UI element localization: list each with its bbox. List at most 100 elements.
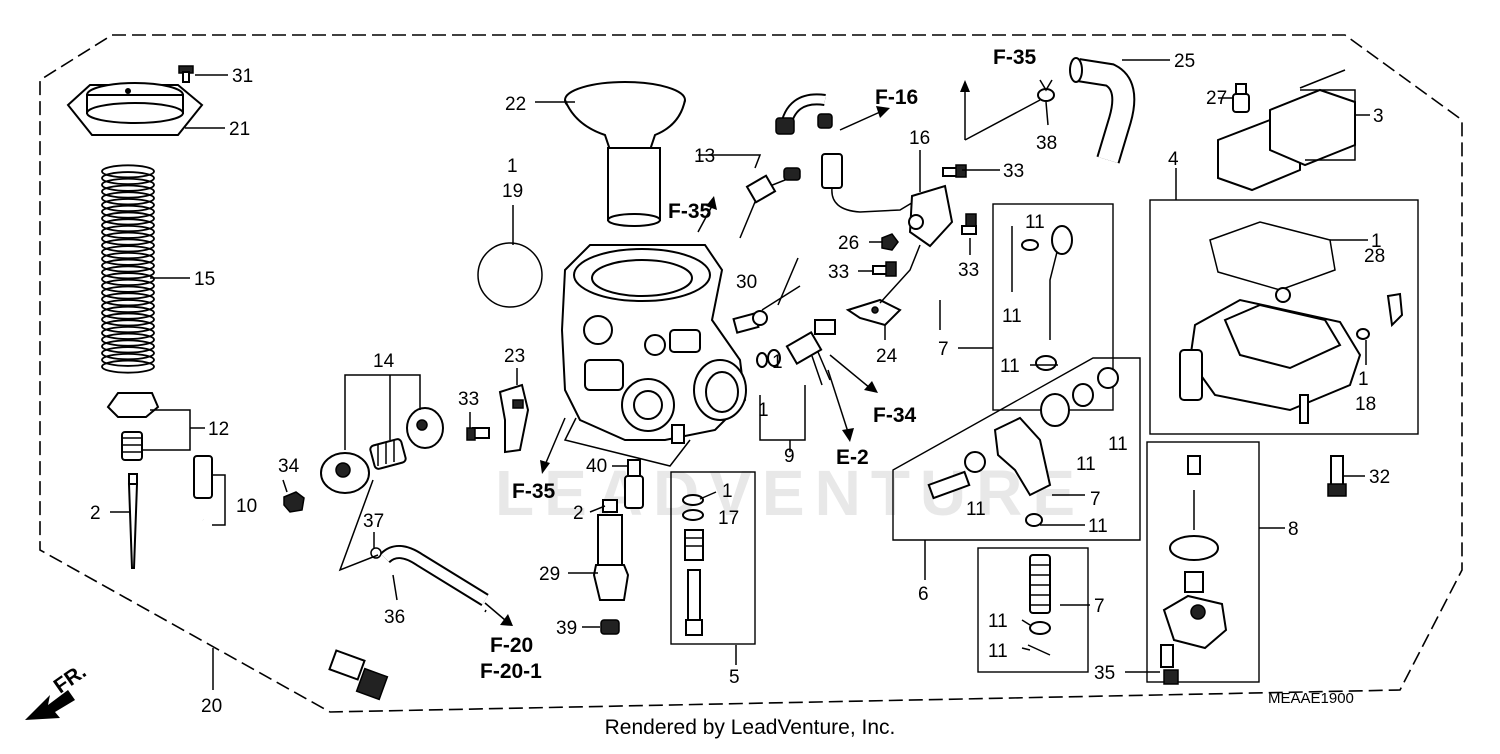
callout: 22 xyxy=(505,94,526,115)
jet-needle-2 xyxy=(127,473,139,569)
screw-33-d xyxy=(961,213,977,235)
callout: 11 xyxy=(1076,454,1096,475)
choke-spring-box-7 xyxy=(977,547,1089,673)
callout: 6 xyxy=(918,584,929,605)
screw-33-c xyxy=(872,261,897,277)
ref-f20: F-20 xyxy=(490,634,533,657)
callout: 38 xyxy=(1036,133,1057,154)
clip-38 xyxy=(1037,79,1055,102)
callout-numbers: 31 21 15 12 2 10 20 22 1 19 13 14 23 33 … xyxy=(90,51,1390,717)
callout: 1 xyxy=(1371,231,1382,252)
callout: 9 xyxy=(784,446,795,467)
bracket-23 xyxy=(498,383,530,454)
ref-f35-bottom: F-35 xyxy=(512,480,556,503)
callout: 12 xyxy=(208,419,229,440)
callout: 11 xyxy=(1002,306,1022,327)
spring-coil xyxy=(101,272,155,287)
callout: 3 xyxy=(1373,106,1384,127)
callout: 18 xyxy=(1355,394,1376,415)
callout: 23 xyxy=(504,346,525,367)
callout: 33 xyxy=(1003,161,1024,182)
sensor-16 xyxy=(821,153,954,248)
spring-coil xyxy=(101,292,155,307)
ref-f20-1: F-20-1 xyxy=(480,660,542,683)
callout: 5 xyxy=(729,667,740,688)
callout: 1 xyxy=(758,400,769,421)
spring-coil xyxy=(101,245,155,260)
callout: 26 xyxy=(838,233,859,254)
spring-coil xyxy=(101,198,155,212)
callout: 35 xyxy=(1094,663,1115,684)
spring-coil xyxy=(101,204,155,219)
callout: 7 xyxy=(1094,596,1105,617)
spring-coil xyxy=(101,326,155,340)
carburetor-body xyxy=(560,244,747,444)
ref-f34: F-34 xyxy=(873,404,917,427)
reference-arrows xyxy=(484,80,1041,626)
jet-needle-holder-12 xyxy=(106,392,160,461)
float-chamber-body xyxy=(1179,287,1362,424)
callout: 29 xyxy=(539,564,560,585)
spring-coil xyxy=(101,332,155,347)
spring-coil xyxy=(101,238,155,253)
spring-coil xyxy=(101,184,155,199)
pilot-screw-kit-5-parts xyxy=(670,471,756,645)
callout: 20 xyxy=(201,696,222,717)
fitting-30 xyxy=(732,310,768,334)
callout: 24 xyxy=(876,346,898,367)
spring-coil xyxy=(101,231,155,246)
callout: 1 xyxy=(1358,369,1369,390)
diaphragm-22 xyxy=(564,81,686,227)
throttle-cable-20 xyxy=(193,455,389,701)
needle-valve-40 xyxy=(624,459,644,509)
screw-33-b xyxy=(942,164,967,178)
nut-26 xyxy=(881,233,899,251)
spring-coil xyxy=(101,339,155,354)
diagram-code: MEAAE1900 xyxy=(1268,690,1354,707)
spring-coil xyxy=(101,278,155,293)
choke-link-parts-7a xyxy=(1011,225,1073,371)
callout: 1 xyxy=(722,481,733,502)
spring-15 xyxy=(101,164,155,374)
bracket-24 xyxy=(845,298,902,327)
front-label: FR. xyxy=(50,660,91,698)
spring-coil xyxy=(101,177,155,192)
breather-tube-13 xyxy=(739,93,833,239)
spring-coil xyxy=(101,258,155,273)
spring-coil xyxy=(101,319,155,334)
spring-coil xyxy=(101,251,155,266)
callout: 32 xyxy=(1369,467,1390,488)
callout: 37 xyxy=(363,511,384,532)
callout: 36 xyxy=(384,607,405,628)
drain-screw-32 xyxy=(1327,455,1347,497)
accel-pump-box-8 xyxy=(1146,441,1260,683)
spring-coil xyxy=(101,352,155,367)
screw-34 xyxy=(283,491,305,513)
main-jet-29 xyxy=(592,499,630,635)
ref-f35-body: F-35 xyxy=(668,200,712,223)
callout: 11 xyxy=(988,641,1008,662)
spring-coil xyxy=(101,191,155,206)
spring-coil xyxy=(101,299,155,313)
callout: 1 xyxy=(772,352,783,373)
accel-pump-parts xyxy=(1160,455,1228,685)
callout: 31 xyxy=(232,66,253,87)
throttle-stop-14 xyxy=(320,407,444,494)
callout: 11 xyxy=(1025,212,1045,233)
spring-coil xyxy=(101,265,155,280)
cap-27 xyxy=(1232,83,1250,113)
callout: 11 xyxy=(1088,516,1108,537)
choke-lever-box-6 xyxy=(892,357,1141,541)
callout: 21 xyxy=(229,119,250,140)
hose-25 xyxy=(1069,57,1136,164)
spring-coil xyxy=(101,218,155,233)
callout: 10 xyxy=(236,496,257,517)
gasket-28 xyxy=(1209,221,1336,291)
callout: 16 xyxy=(909,128,930,149)
callout: 11 xyxy=(988,611,1008,632)
throttle-position-sensor-connector xyxy=(756,319,836,386)
callout: 11 xyxy=(1000,356,1020,377)
callout: 17 xyxy=(718,508,739,529)
